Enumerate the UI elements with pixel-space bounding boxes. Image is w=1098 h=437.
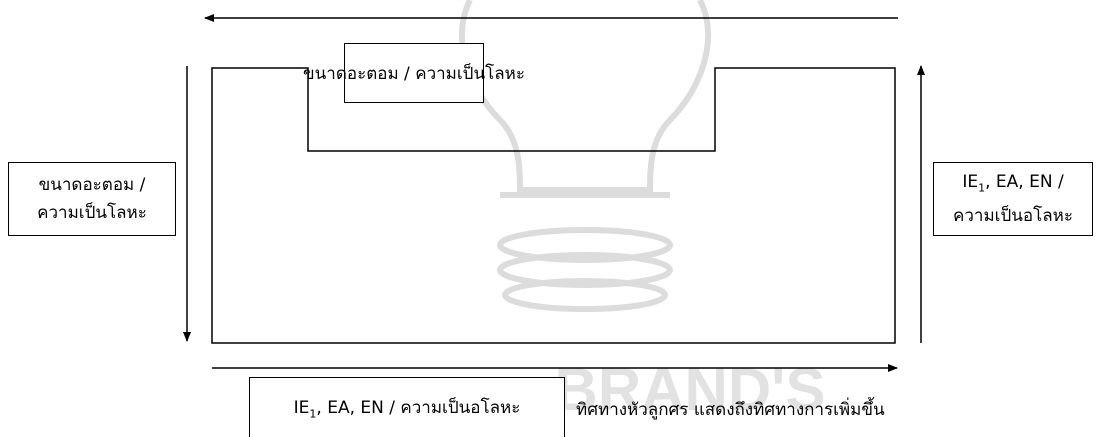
left-label-box: ขนาดอะตอม / ความเป็นโลหะ: [8, 162, 176, 236]
legend-text: ทิศทางหัวลูกศร แสดงถึงทิศทางการเพิ่มขึ้น: [576, 400, 885, 420]
left-label-line2: ความเป็นโลหะ: [37, 203, 147, 223]
periodic-table-outline: [211, 67, 896, 344]
top-label: ขนาดอะตอม / ความเป็นโลหะ: [303, 63, 525, 84]
right-label-box: IE1, EA, EN / ความเป็นอโลหะ: [933, 162, 1093, 236]
right-label-line1: IE1, EA, EN /: [962, 171, 1064, 195]
bottom-label-box: IE1, EA, EN / ความเป็นอโลหะ: [249, 377, 565, 437]
top-label-box: ขนาดอะตอม / ความเป็นโลหะ: [303, 43, 525, 103]
right-label-line2: ความเป็นอโลหะ: [953, 206, 1073, 227]
bottom-label: IE1, EA, EN / ความเป็นอโลหะ: [293, 398, 521, 421]
brand-watermark: BRAND'S: [555, 356, 826, 423]
left-label-line1: ขนาดอะตอม /: [38, 175, 146, 195]
lightbulb-watermark-icon: [459, 0, 711, 312]
